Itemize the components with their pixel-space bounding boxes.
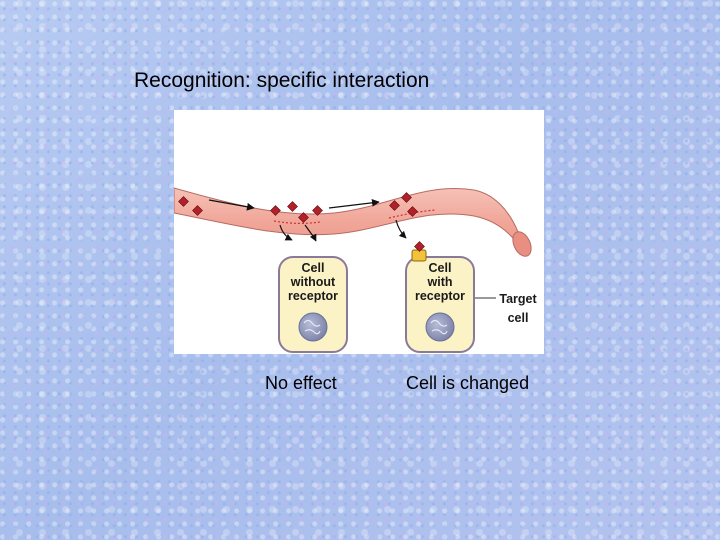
target-label-line-2: cell: [508, 311, 529, 325]
cell-with-receptor: Cell with receptor: [405, 241, 475, 353]
nucleus-icon: [425, 312, 455, 342]
right-cell-label-line-1: Cell: [429, 261, 452, 275]
signal-molecules: [178, 192, 418, 223]
right-cell-label-line-2: with: [427, 275, 453, 289]
bound-signal-molecule-icon: [414, 241, 425, 252]
receptor-icon: [411, 249, 427, 262]
flow-arrow-icon: [328, 198, 380, 209]
left-cell-label-line-1: Cell: [302, 261, 325, 275]
exit-arrow-icon: [279, 224, 293, 241]
blood-vessel: [174, 187, 532, 257]
nucleus-icon: [298, 312, 328, 342]
signal-molecule-icon: [270, 205, 281, 216]
left-cell-label-line-3: receptor: [288, 289, 338, 303]
exit-arrow-icon: [395, 219, 407, 239]
signal-molecule-icon: [407, 206, 418, 217]
right-cell-label-line-3: receptor: [415, 289, 465, 303]
signal-diagram: Cell without receptor Cell with receptor…: [174, 187, 537, 353]
slide-title: Recognition: specific interaction: [134, 69, 430, 92]
signal-molecule-icon: [401, 192, 412, 203]
target-label-line-1: Target: [499, 292, 537, 306]
caption-cell-changed: Cell is changed: [406, 373, 530, 393]
signal-molecule-icon: [389, 200, 400, 211]
flow-arrow-icon: [208, 199, 255, 211]
diagram-panel: Cell without receptor Cell with receptor…: [174, 110, 544, 354]
cell-without-receptor: Cell without receptor: [278, 256, 348, 353]
caption-no-effect: No effect: [265, 373, 337, 393]
left-cell-label-line-2: without: [290, 275, 336, 289]
signal-molecule-icon: [178, 196, 189, 207]
exit-arrow-icon: [304, 224, 317, 242]
signal-molecule-icon: [287, 201, 298, 212]
signal-molecule-icon: [298, 212, 309, 223]
signal-molecule-icon: [192, 205, 203, 216]
signal-molecule-icon: [312, 205, 323, 216]
